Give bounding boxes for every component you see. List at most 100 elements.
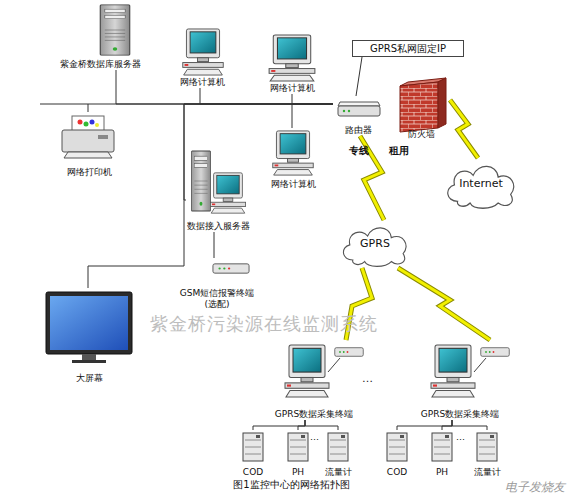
callout-box: GPRS私网固定IP xyxy=(352,40,464,57)
illustration-part xyxy=(343,110,345,112)
network-cable xyxy=(292,104,333,128)
edge-label: 专线 租用 xyxy=(334,144,424,158)
illustration-part xyxy=(62,130,114,152)
node-label: 流量计 xyxy=(325,467,352,478)
big-screen: 大屏幕 xyxy=(42,288,136,384)
illustration-part xyxy=(285,345,329,397)
gsm-terminal-icon xyxy=(213,264,249,273)
flow-meter: 流量计 xyxy=(318,430,358,478)
illustration-part xyxy=(50,296,128,350)
illustration-part xyxy=(432,433,452,461)
cable-line xyxy=(214,232,215,258)
illustration-part xyxy=(338,102,380,106)
cable-line xyxy=(452,420,487,430)
illustration-part xyxy=(82,354,96,360)
node-label: 网络计算机 xyxy=(180,77,225,88)
node-label: 紫金桥数据库服务器 xyxy=(60,59,141,70)
sensor-icon xyxy=(243,433,497,461)
network-cable xyxy=(397,420,452,430)
illustration-part xyxy=(400,82,438,132)
network-computer: 网络计算机 xyxy=(172,26,232,88)
illustration-part xyxy=(477,433,497,461)
node-label: 网络计算机 xyxy=(271,179,316,190)
illustration-part xyxy=(191,151,210,211)
cable-line xyxy=(184,104,333,200)
illustration-part xyxy=(90,120,95,125)
illustration-part xyxy=(78,120,83,125)
bolt-outline xyxy=(450,100,478,158)
data-server-icon xyxy=(191,151,245,213)
cable-line xyxy=(116,70,333,104)
network-cable xyxy=(298,420,305,430)
illustration-part xyxy=(98,135,108,139)
data-access-server: 数据接入服务器 xyxy=(186,146,250,232)
server-icon xyxy=(100,5,129,55)
network-printer: 网络打印机 xyxy=(56,112,122,178)
network-cable xyxy=(88,104,333,288)
illustration-part xyxy=(210,173,245,213)
cable-line xyxy=(356,57,362,96)
firewall: 防火墙 xyxy=(393,76,450,140)
computer-icon xyxy=(183,29,223,75)
cable-line xyxy=(442,420,452,430)
node-label: 数据接入服务器 xyxy=(187,221,250,232)
gprs-terminal: GPRS数据采集终端 xyxy=(408,340,512,420)
node-label: COD xyxy=(387,467,407,478)
cable-line xyxy=(292,94,333,104)
router-icon xyxy=(338,102,380,116)
flow-meter: 流量计 xyxy=(467,430,507,478)
cod-sensor: COD xyxy=(233,430,273,478)
illustration-part xyxy=(481,348,510,357)
node-label: PH xyxy=(436,467,448,478)
illustration-part xyxy=(269,35,315,81)
bolt-fill xyxy=(398,268,490,340)
illustration-part xyxy=(328,433,348,461)
bolt-fill xyxy=(450,100,478,158)
network-computer: 网络计算机 xyxy=(264,128,322,190)
big-screen-icon xyxy=(46,292,132,363)
network-cable xyxy=(305,420,338,430)
node-label: Internet xyxy=(459,178,503,191)
ellipsis: … xyxy=(362,372,373,385)
node-label: 网络计算机 xyxy=(270,83,315,94)
watermark-text: 紫金桥污染源在线监测系统 xyxy=(150,312,378,336)
node-label: 流量计 xyxy=(474,467,501,478)
cod-sensor: COD xyxy=(377,430,417,478)
wireless-link xyxy=(450,100,478,158)
network-cable xyxy=(452,420,487,430)
network-cable xyxy=(292,94,333,104)
illustration-part xyxy=(100,5,129,55)
cable-line xyxy=(397,420,452,430)
illustration-part xyxy=(213,264,249,273)
cable-line xyxy=(305,420,338,430)
illustration-part xyxy=(95,123,99,127)
gprs-terminal: GPRS数据采集终端 xyxy=(262,340,366,420)
node-label: 大屏幕 xyxy=(76,373,103,384)
node-label: GSM短信报警终端 (选配) xyxy=(176,288,258,310)
bolt-outline xyxy=(398,268,490,340)
internet-cloud-shape xyxy=(448,166,514,208)
node-label: GPRS私网固定IP xyxy=(370,43,446,55)
gprs-cloud-shape xyxy=(343,228,406,267)
gsm-alarm-terminal: GSM短信报警终端 (选配) xyxy=(176,258,258,310)
node-label: 路由器 xyxy=(345,125,372,136)
node-label: GPRS数据采集终端 xyxy=(421,409,499,420)
illustration-part xyxy=(64,152,112,158)
bus-stub xyxy=(40,104,88,105)
illustration-part xyxy=(46,292,132,354)
network-cable xyxy=(253,420,305,430)
cable-line xyxy=(253,420,305,430)
node-label: GPRS xyxy=(360,238,390,251)
node-label: PH xyxy=(292,467,304,478)
illustration-part xyxy=(243,433,263,461)
node-label: GPRS数据采集终端 xyxy=(275,409,353,420)
computer-icon xyxy=(273,131,313,175)
network-cable xyxy=(442,420,452,430)
network-cable xyxy=(116,70,333,104)
illustration-part xyxy=(84,122,89,127)
cable-line xyxy=(292,104,333,128)
ellipsis: … xyxy=(456,432,465,442)
